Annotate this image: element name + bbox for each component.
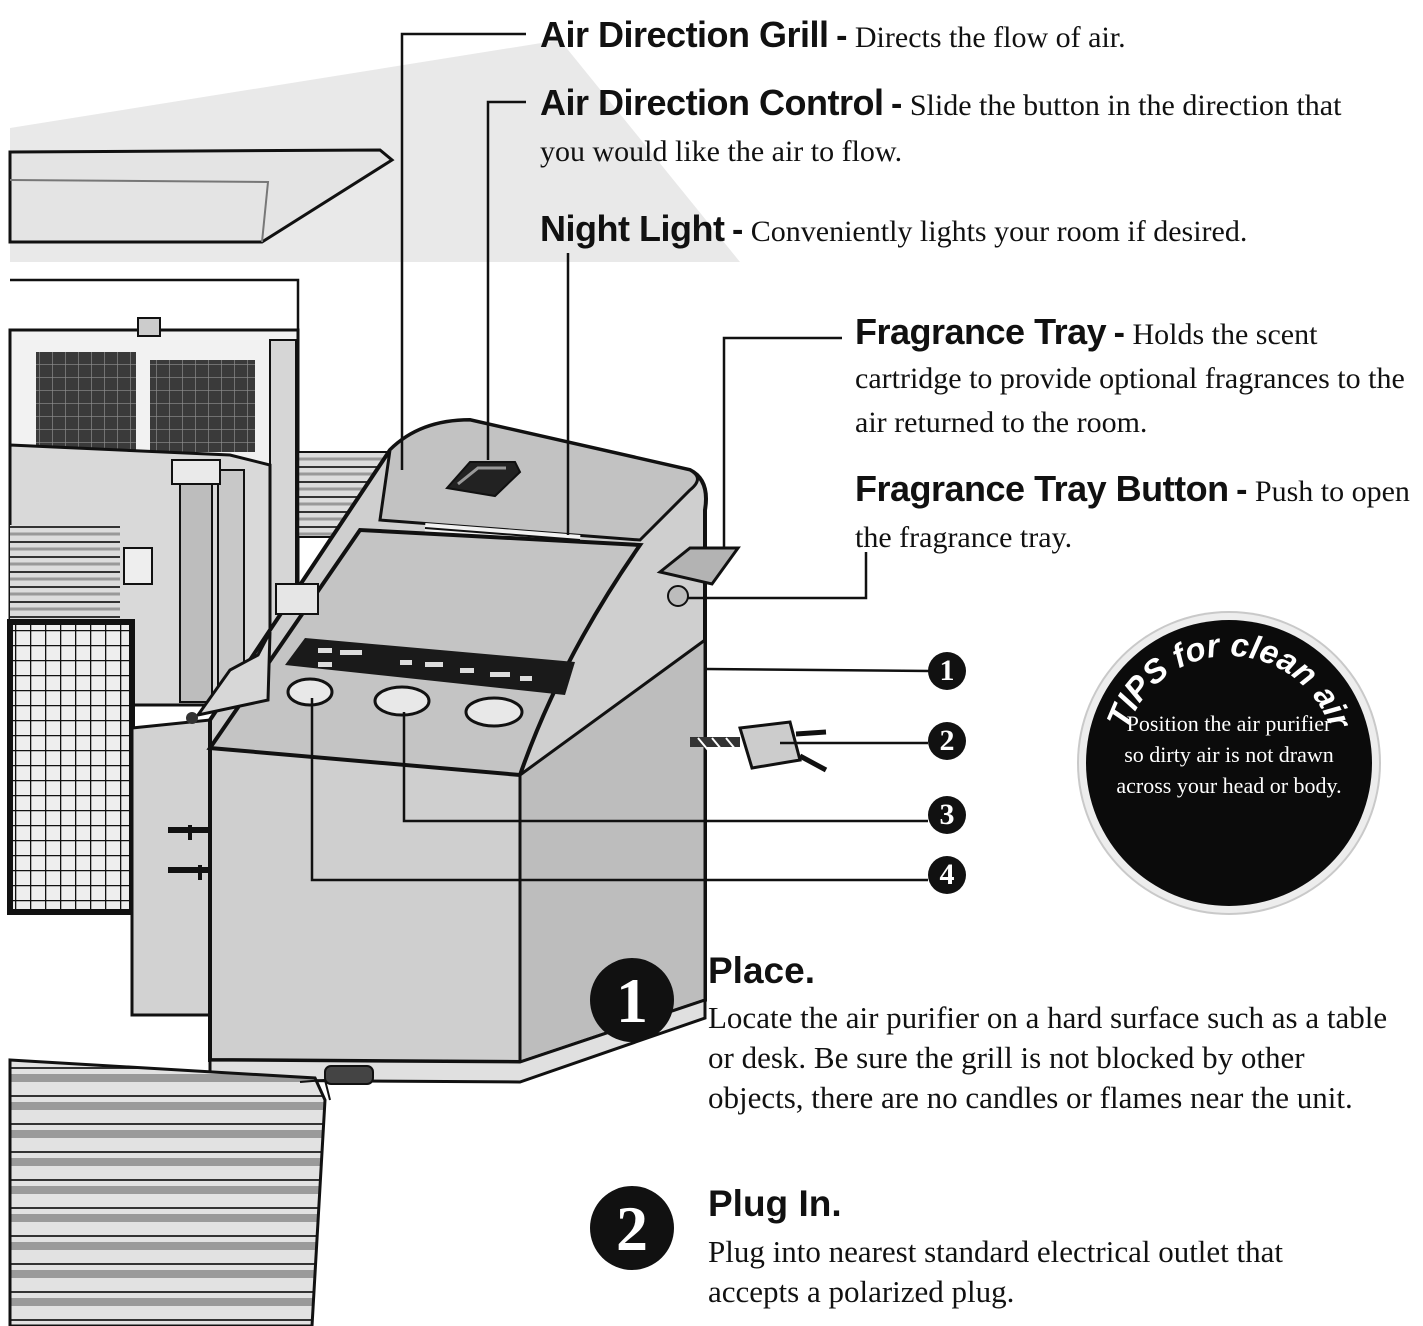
- callout-fragrance-tray: Fragrance Tray - Holds the scent cartrid…: [855, 310, 1420, 445]
- leader-fragrance-tray: [722, 336, 842, 548]
- step-1-badge: 1: [590, 958, 674, 1042]
- callout-description: Directs the flow of air.: [854, 21, 1126, 54]
- marker-4: 4: [928, 856, 966, 894]
- power-cord-plug: [690, 720, 828, 773]
- callout-separator: -: [731, 211, 744, 249]
- leader-air-direction-grill: [400, 32, 526, 470]
- air-direction-slider: [445, 461, 522, 498]
- front-cover-panel: [8, 148, 395, 244]
- leader-air-direction-control: [486, 100, 526, 460]
- callout-fragrance-tray-button: Fragrance Tray Button - Push to open the…: [855, 466, 1420, 561]
- fragrance-tray: [656, 546, 741, 586]
- leader-marker-1: [705, 667, 931, 673]
- marker-2: 2: [928, 722, 966, 760]
- callout-night-light: Night Light - Conveniently lights your r…: [540, 206, 1370, 255]
- callout-separator: -: [836, 17, 848, 55]
- top-panel: [378, 418, 699, 542]
- callout-air-direction-control: Air Direction Control - Slide the button…: [540, 80, 1360, 175]
- callout-description: Slide the button in the direction that y…: [540, 89, 1342, 168]
- step-2-badge: 2: [590, 1186, 674, 1270]
- leader-marker-3: [402, 712, 928, 823]
- fragrance-tray-button: [667, 585, 689, 607]
- callout-title: Fragrance Tray: [855, 311, 1107, 352]
- control-buttons: [286, 677, 524, 728]
- step-1-text: Locate the air purifier on a hard surfac…: [708, 1000, 1388, 1115]
- leader-fragrance-tray-button: [688, 552, 868, 600]
- tips-text: Position the air purifier so dirty air i…: [1116, 711, 1342, 798]
- side-clip: [194, 631, 272, 718]
- callout-air-direction-grill: Air Direction Grill - Directs the flow o…: [540, 12, 1300, 61]
- tips-ring: TIPS for clean air: [1099, 626, 1360, 735]
- callout-description: Push to open the fragrance tray.: [855, 475, 1410, 554]
- step-1-title: Place.: [708, 950, 815, 991]
- leader-marker-4: [310, 698, 928, 882]
- callout-title: Air Direction Grill: [540, 14, 829, 55]
- pre-filter-grid: [7, 619, 135, 915]
- callout-separator: -: [891, 85, 903, 123]
- tips-badge: TIPS for clean air Position the air puri…: [1086, 620, 1372, 906]
- marker-3: 3: [928, 796, 966, 834]
- callout-separator: -: [1236, 471, 1248, 509]
- removed-grill: [8, 1058, 327, 1326]
- callout-description: Conveniently lights your room if desired…: [750, 215, 1248, 248]
- callout-title: Air Direction Control: [540, 82, 884, 123]
- step-2-title: Plug In.: [708, 1183, 842, 1224]
- callout-separator: -: [1113, 314, 1125, 352]
- callout-title: Fragrance Tray Button: [855, 468, 1229, 509]
- base-foot: [324, 1065, 374, 1085]
- step-2-text: Plug into nearest standard electrical ou…: [708, 1234, 1284, 1309]
- callout-description: Holds the scent cartridge to provide opt…: [855, 318, 1405, 439]
- callout-title: Night Light: [540, 208, 725, 249]
- marker-1: 1: [928, 652, 966, 690]
- background-arc: [380, 261, 760, 470]
